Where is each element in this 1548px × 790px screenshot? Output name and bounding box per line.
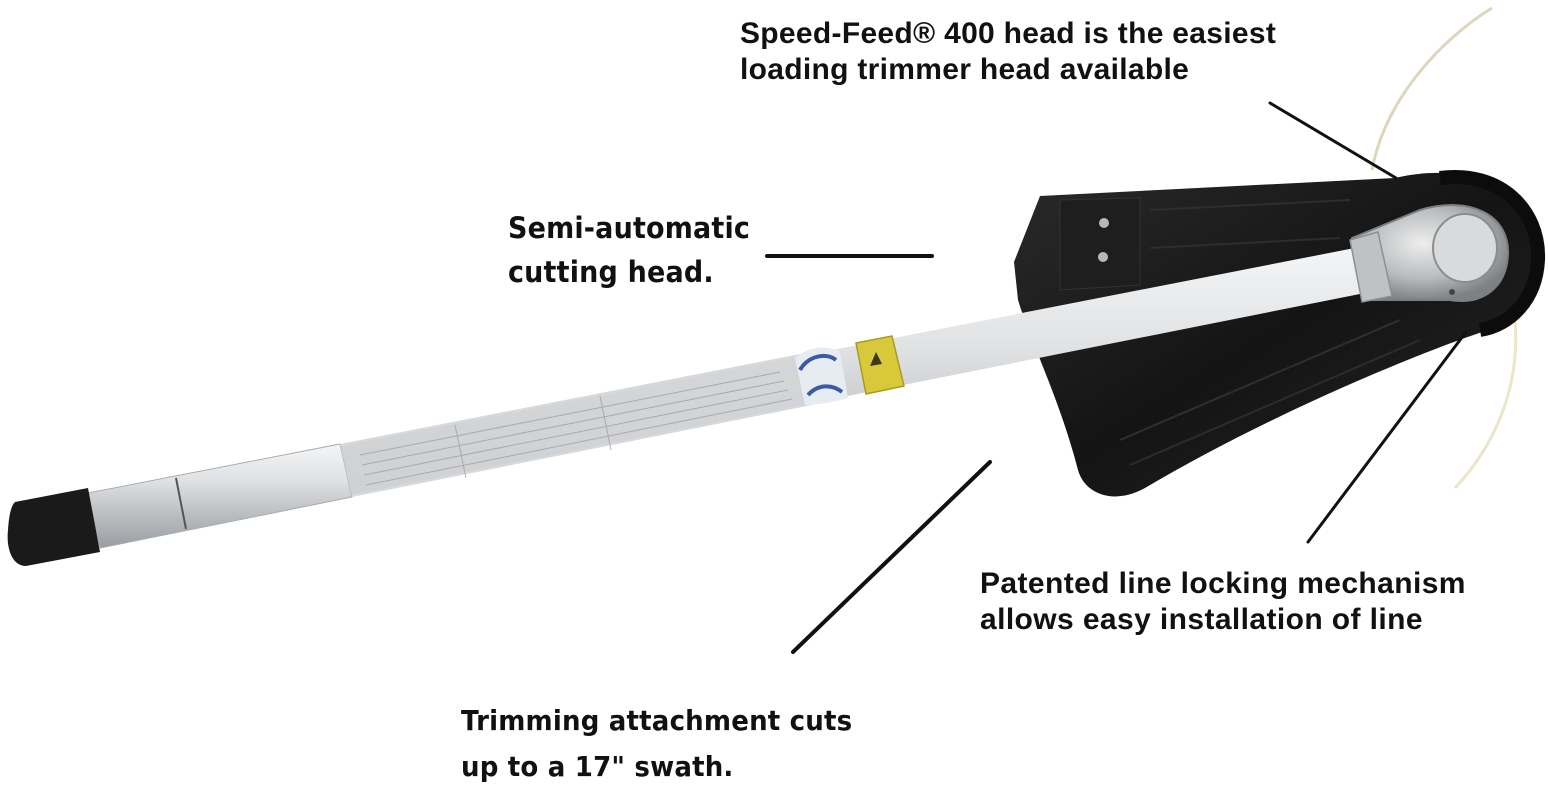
shaft <box>7 231 1393 566</box>
callout-line-locking-mechanism: Patented line locking mechanism allows e… <box>980 566 1466 638</box>
callout-text: Trimming attachment cuts <box>461 704 853 737</box>
callout-text: loading trimmer head available <box>740 53 1190 86</box>
rivet-icon <box>1098 252 1108 262</box>
callout-semi-automatic-head: Semi-automatic cutting head. <box>508 206 750 294</box>
warning-label-icon <box>855 335 905 395</box>
callout-text: Speed-Feed® 400 head is the easiest <box>740 17 1277 50</box>
callout-speedfeed-head: Speed-Feed® 400 head is the easiest load… <box>740 16 1276 88</box>
leader-line-swath <box>791 460 992 654</box>
end-cap <box>7 488 100 566</box>
trimmer-line-icon <box>1370 6 1518 490</box>
leader-lines <box>765 101 1468 654</box>
callout-text: cutting head. <box>508 255 714 289</box>
callout-text: allows easy installation of line <box>980 603 1423 636</box>
gear-head <box>1350 204 1510 302</box>
leader-line-locking <box>1306 330 1468 544</box>
callout-cutting-swath: Trimming attachment cuts up to a 17" swa… <box>461 698 852 790</box>
leader-line-speedfeed <box>1268 101 1398 180</box>
callout-text: Semi-automatic <box>508 211 751 245</box>
callout-text: Patented line locking mechanism <box>980 567 1466 600</box>
rivet-icon <box>1099 218 1109 228</box>
callout-text: up to a 17" swath. <box>461 750 734 783</box>
